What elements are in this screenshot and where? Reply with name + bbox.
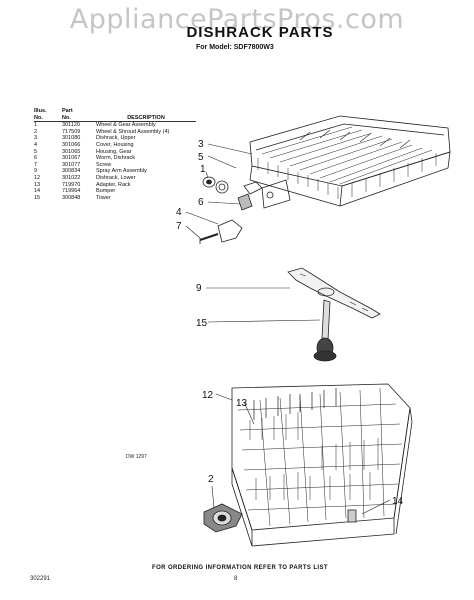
- cell-illus: 4: [34, 141, 38, 148]
- cell-part: 301066: [62, 141, 81, 148]
- cell-part: 301065: [62, 148, 81, 155]
- cell-part: 719964: [62, 188, 81, 195]
- cell-part: 301120: [62, 122, 80, 129]
- model-label: For Model: SDF7800W3: [196, 44, 274, 51]
- callout-15: 15: [196, 318, 208, 329]
- callout-12: 12: [202, 390, 214, 401]
- callout-numbers: 3 5 1 6 4 7 9 15 12 13 2 14: [176, 139, 404, 507]
- cell-desc: Tower: [96, 194, 111, 201]
- cell-illus: 1: [34, 122, 38, 129]
- callout-9: 9: [196, 283, 202, 294]
- table-row: 13 719970 Adapter, Rack: [34, 182, 196, 189]
- header-description: DESCRIPTION: [96, 108, 196, 123]
- callout-5: 5: [198, 152, 204, 163]
- header-part-line2: No.: [62, 114, 71, 121]
- cell-part: 301077: [62, 161, 81, 168]
- watermark: AppliancePartsPros.com: [69, 4, 405, 35]
- page-number: 8: [234, 576, 238, 582]
- cell-desc: Cover, Housing: [96, 141, 134, 148]
- cell-illus: 15: [34, 194, 41, 201]
- table-row: 14 719964 Bumper: [34, 188, 196, 195]
- cell-desc: Bumper: [96, 188, 116, 195]
- upper-dishrack-drawing: [249, 115, 451, 207]
- cell-desc: Adapter, Rack: [96, 181, 131, 188]
- ordering-info-note: FOR ORDERING INFORMATION REFER TO PARTS …: [152, 565, 328, 571]
- callout-2: 2: [208, 474, 214, 485]
- cell-desc: Wheel & Gear Assembly: [96, 122, 156, 129]
- cell-illus: 14: [34, 188, 41, 195]
- table-row: 2 717509 Wheel & Shroud Assembly (4): [34, 129, 196, 136]
- page-title: DISHRACK PARTS: [186, 24, 334, 41]
- cell-part: 300848: [62, 194, 81, 201]
- table-row: 12 301022 Dishrack, Lower: [34, 175, 196, 182]
- cell-part: 717509: [62, 128, 81, 135]
- cell-illus: 5: [34, 148, 38, 155]
- callout-4: 4: [176, 207, 182, 218]
- callout-6: 6: [198, 197, 204, 208]
- callout-13: 13: [236, 398, 248, 409]
- callout-1: 1: [200, 164, 206, 175]
- cell-part: 301080: [62, 135, 81, 142]
- cell-part: 301067: [62, 155, 81, 162]
- table-row: 9 300834 Spray Arm Assembly: [34, 168, 196, 175]
- drawing-code: DW 1297: [126, 454, 147, 460]
- lower-dishrack-drawing: [231, 383, 413, 547]
- callout-3: 3: [198, 139, 204, 150]
- cell-illus: 3: [34, 135, 38, 142]
- table-row: 15 300848 Tower: [34, 195, 196, 202]
- cell-part: 301022: [62, 174, 81, 181]
- table-row: 1 301120 Wheel & Gear Assembly: [34, 122, 196, 129]
- table-row: 4 301066 Cover, Housing: [34, 142, 196, 149]
- callout-14: 14: [392, 496, 404, 507]
- cell-desc: Dishrack, Upper: [96, 135, 136, 142]
- cell-illus: 13: [34, 181, 41, 188]
- cell-desc: Wheel & Shroud Assembly (4): [96, 128, 170, 135]
- cell-illus: 9: [34, 168, 38, 175]
- doc-number: 302291: [30, 576, 51, 582]
- cell-illus: 7: [34, 161, 38, 168]
- header-illus: Illus.No.: [34, 108, 62, 123]
- cell-desc: Dishrack, Lower: [96, 174, 136, 181]
- cell-illus: 12: [34, 174, 41, 181]
- gear-assembly-drawing: [199, 176, 291, 244]
- header-illus-line2: No.: [34, 114, 43, 121]
- cell-desc: Housing, Gear: [96, 148, 132, 155]
- cell-illus: 6: [34, 155, 38, 162]
- table-row: 7 301077 Screw: [34, 162, 196, 169]
- table-row: 3 301080 Dishrack, Upper: [34, 135, 196, 142]
- cell-part: 719970: [62, 181, 81, 188]
- table-row: 5 301065 Housing, Gear: [34, 149, 196, 156]
- cell-desc: Screw: [96, 161, 112, 168]
- table-body: 1 301120 Wheel & Gear Assembly 2 717509 Whee…: [34, 122, 196, 202]
- leader-lines: [185, 143, 391, 515]
- callout-7: 7: [176, 221, 182, 232]
- cell-illus: 2: [34, 128, 38, 135]
- header-illus-line1: Illus.: [34, 108, 47, 114]
- spray-arm-drawing: [287, 267, 381, 362]
- cell-desc: Worm, Dishrack: [96, 155, 136, 162]
- cell-desc: Spray Arm Assembly: [96, 168, 147, 175]
- cell-part: 300834: [62, 168, 81, 175]
- header-part-line1: Part: [62, 108, 73, 114]
- wheel-shroud-drawing: [203, 503, 243, 533]
- table-row: 6 301067 Worm, Dishrack: [34, 155, 196, 162]
